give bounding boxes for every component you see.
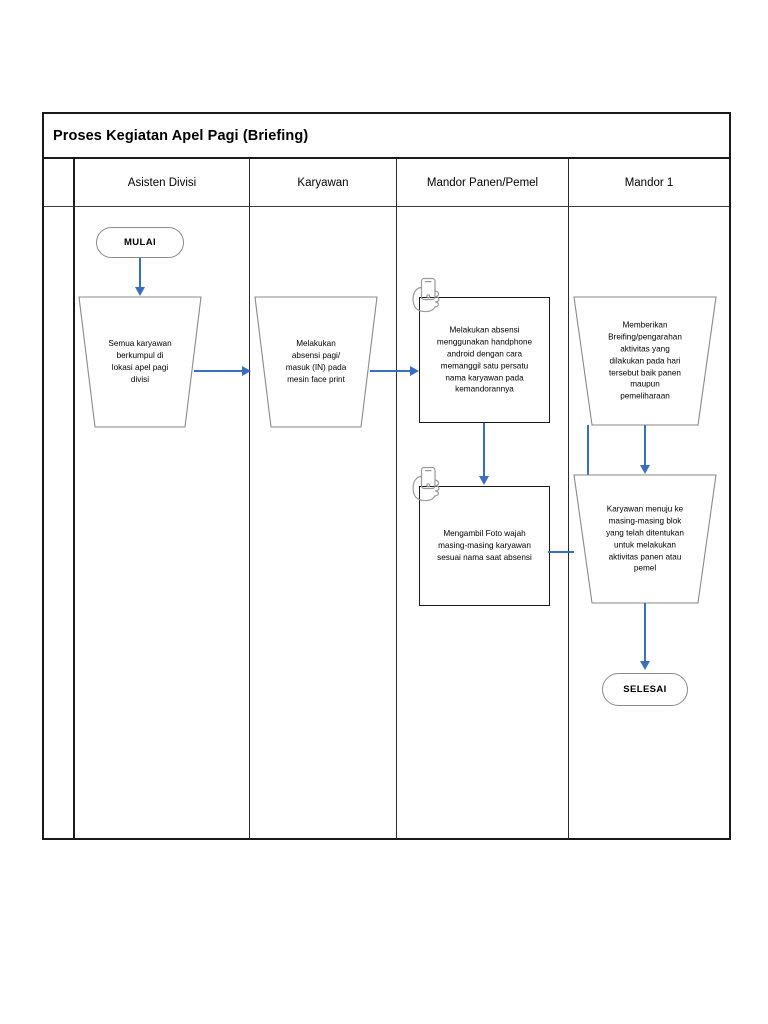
- page-title: Proses Kegiatan Apel Pagi (Briefing): [53, 127, 309, 144]
- lane-header-asisten-divisi: Asisten Divisi: [75, 159, 250, 206]
- trapezoid-outline: [573, 474, 717, 604]
- lane-column-mandor-panen-pemel: [397, 207, 569, 838]
- lane-header-karyawan: Karyawan: [250, 159, 397, 206]
- node-foto-wajah[interactable]: Mengambil Foto wajah masing-masing karya…: [412, 466, 550, 606]
- arrowhead-down: [134, 287, 145, 296]
- lane-header-row: Asisten Divisi Karyawan Mandor Panen/Pem…: [44, 159, 729, 207]
- trapezoid-outline: [78, 296, 202, 428]
- node-label: Memberikan Breifing/pengarahan aktivitas…: [608, 320, 682, 401]
- node-mulai[interactable]: MULAI: [96, 227, 184, 258]
- node-label: Melakukan absensi pagi/ masuk (IN) pada …: [285, 339, 347, 384]
- node-absensi-face-print[interactable]: Melakukan absensi pagi/ masuk (IN) pada …: [254, 296, 378, 428]
- node-label: SELESAI: [623, 684, 667, 695]
- arrowhead-down: [640, 661, 650, 670]
- lane-header-label: Asisten Divisi: [127, 176, 197, 189]
- connector-foto-to-briefing-seg1: [548, 551, 589, 554]
- node-semua-karyawan-berkumpul[interactable]: Semua karyawan berkumpul di lokasi apel …: [78, 296, 202, 428]
- connector-handphone-to-foto: [483, 423, 486, 480]
- lane-header-mandor-panen-pemel: Mandor Panen/Pemel: [397, 159, 569, 206]
- node-memberikan-briefing[interactable]: Memberikan Breifing/pengarahan aktivitas…: [573, 296, 717, 426]
- lane-header-label: Karyawan: [297, 176, 349, 189]
- node-karyawan-menuju-blok[interactable]: Karyawan menuju ke masing-masing blok ya…: [573, 474, 717, 604]
- lane-column-asisten-divisi: [75, 207, 250, 838]
- lane-body: MULAI Semua karyawan berkumpul di lokasi…: [44, 207, 729, 838]
- connector-mulai-to-berkumpul: [139, 258, 142, 290]
- node-label: Melakukan absensi menggunakan handphone …: [436, 325, 533, 394]
- connector-berkumpul-to-absensi-faceprint: [194, 370, 244, 373]
- lane-header-label: Mandor 1: [624, 176, 674, 189]
- connector-faceprint-to-handphone: [370, 370, 412, 373]
- arrowhead-right: [242, 365, 251, 376]
- swimlane-diagram: Proses Kegiatan Apel Pagi (Briefing) Asi…: [42, 112, 731, 840]
- diagram-title-bar: Proses Kegiatan Apel Pagi (Briefing): [44, 114, 729, 159]
- lane-header-mandor-1: Mandor 1: [569, 159, 729, 206]
- trapezoid-outline: [573, 296, 717, 426]
- node-label: Semua karyawan berkumpul di lokasi apel …: [108, 339, 172, 384]
- node-label: Mengambil Foto wajah masing-masing karya…: [437, 529, 532, 562]
- connector-foto-to-briefing-seg2: [587, 338, 590, 553]
- arrowhead-right: [410, 365, 419, 376]
- node-absensi-handphone[interactable]: Melakukan absensi menggunakan handphone …: [412, 277, 550, 423]
- lane-header-label: Mandor Panen/Pemel: [426, 176, 539, 189]
- lane-gutter-header: [44, 159, 75, 206]
- connector-menuju-blok-to-selesai: [644, 603, 647, 665]
- arrowhead-down: [640, 465, 650, 474]
- node-selesai[interactable]: SELESAI: [602, 673, 688, 706]
- arrowhead-down: [479, 476, 489, 485]
- node-label: Karyawan menuju ke masing-masing blok ya…: [606, 504, 684, 573]
- lane-column-karyawan: [250, 207, 397, 838]
- trapezoid-outline: [254, 296, 378, 428]
- node-label: MULAI: [123, 237, 157, 248]
- lane-gutter-body: [44, 207, 75, 838]
- connector-briefing-to-menuju-blok: [644, 425, 647, 469]
